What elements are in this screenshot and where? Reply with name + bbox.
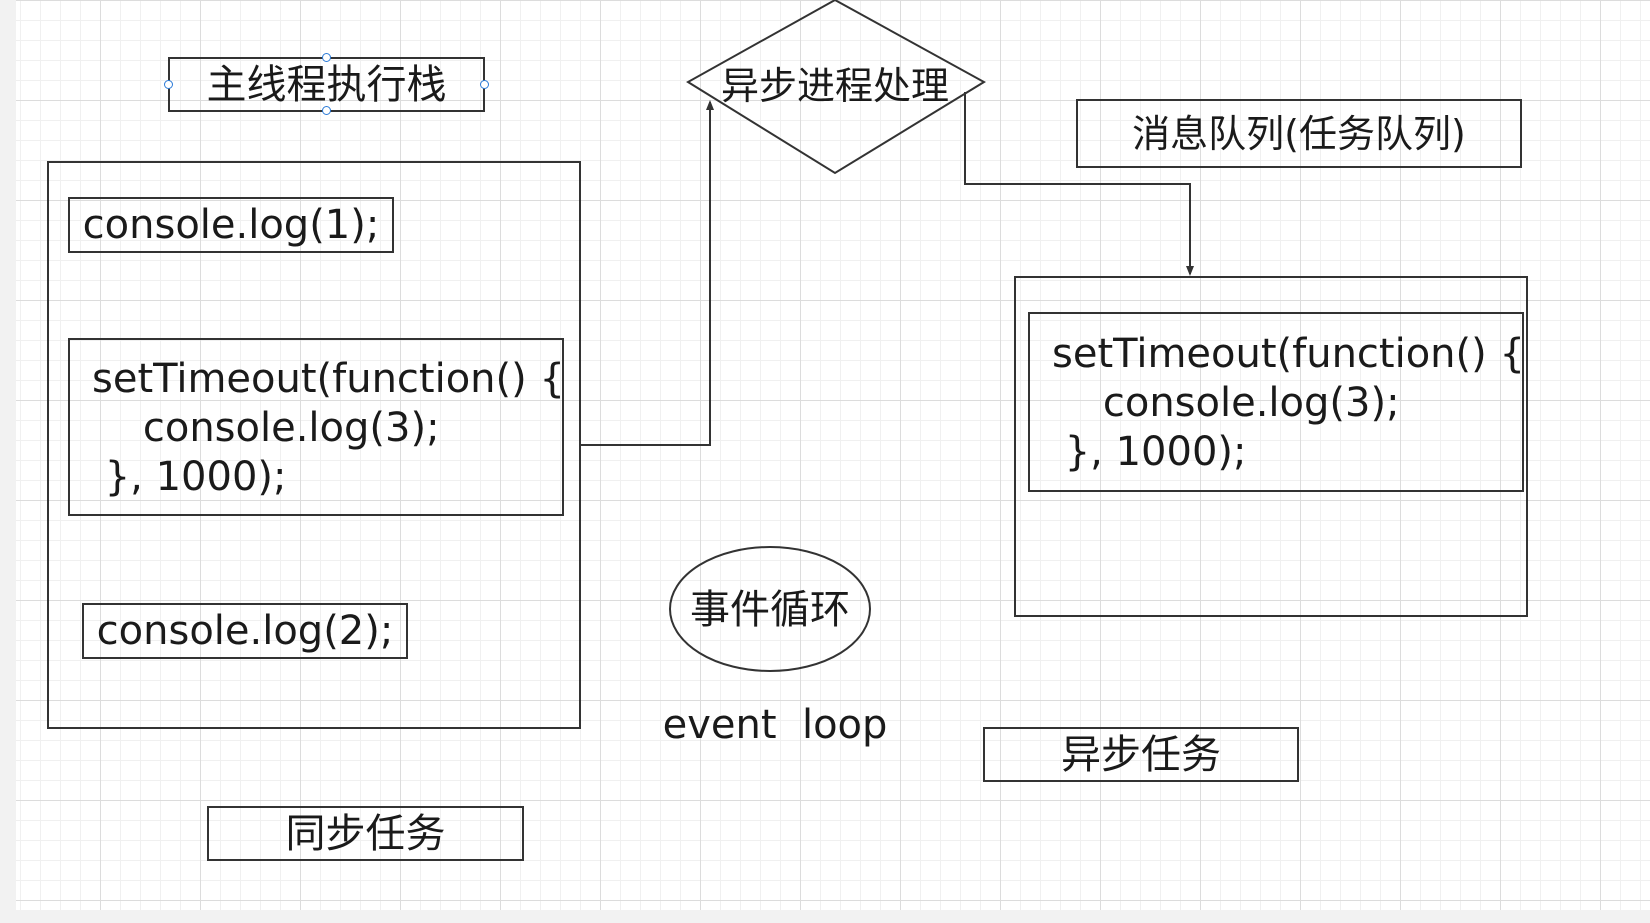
- async-tasks-label: 异步任务: [1061, 731, 1221, 778]
- queue-settimeout-line-3: }, 1000);: [1052, 429, 1247, 475]
- async-tasks-label-box[interactable]: [983, 727, 1299, 782]
- sync-tasks-label-box[interactable]: [207, 806, 524, 861]
- canvas-bottom-edge: [0, 910, 1650, 923]
- queue-item-settimeout[interactable]: [1028, 312, 1524, 492]
- selection-handle-bottom[interactable]: [322, 106, 331, 115]
- event-loop-en-label: event loop: [662, 702, 888, 748]
- task-queue-container[interactable]: [1014, 276, 1528, 617]
- queue-settimeout-line-1: setTimeout(function() {: [1052, 331, 1525, 377]
- diagram-canvas[interactable]: [16, 0, 1650, 923]
- main-thread-stack-label: 主线程执行栈: [206, 61, 447, 108]
- stack-item-log1-text: console.log(1);: [82, 202, 380, 248]
- connector-stack-to-async[interactable]: [580, 100, 714, 446]
- event-loop-cn-label: 事件循环: [690, 587, 850, 633]
- stack-item-log2[interactable]: [82, 603, 408, 659]
- stack-item-log2-text: console.log(2);: [96, 608, 394, 654]
- message-queue-label: 消息队列(任务队列): [1132, 111, 1466, 156]
- queue-settimeout-line-2: console.log(3);: [1052, 380, 1400, 426]
- sync-tasks-label: 同步任务: [285, 810, 446, 857]
- async-process-label: 异步进程处理: [720, 64, 949, 108]
- selection-handle-left[interactable]: [164, 80, 173, 89]
- selection-handle-top[interactable]: [322, 53, 331, 62]
- connector-async-to-queue[interactable]: [964, 92, 1194, 276]
- stack-item-settimeout[interactable]: [68, 338, 564, 516]
- message-queue-label-box[interactable]: [1076, 99, 1522, 168]
- stack-item-log1[interactable]: [68, 197, 394, 253]
- stack-settimeout-line-3: }, 1000);: [92, 454, 287, 500]
- stack-settimeout-line-1: setTimeout(function() {: [92, 356, 565, 402]
- async-process-diamond[interactable]: [686, 0, 986, 175]
- call-stack-container[interactable]: [47, 161, 581, 729]
- stack-settimeout-line-2: console.log(3);: [92, 405, 440, 451]
- event-loop-ellipse[interactable]: [669, 546, 871, 672]
- selection-handle-right[interactable]: [480, 80, 489, 89]
